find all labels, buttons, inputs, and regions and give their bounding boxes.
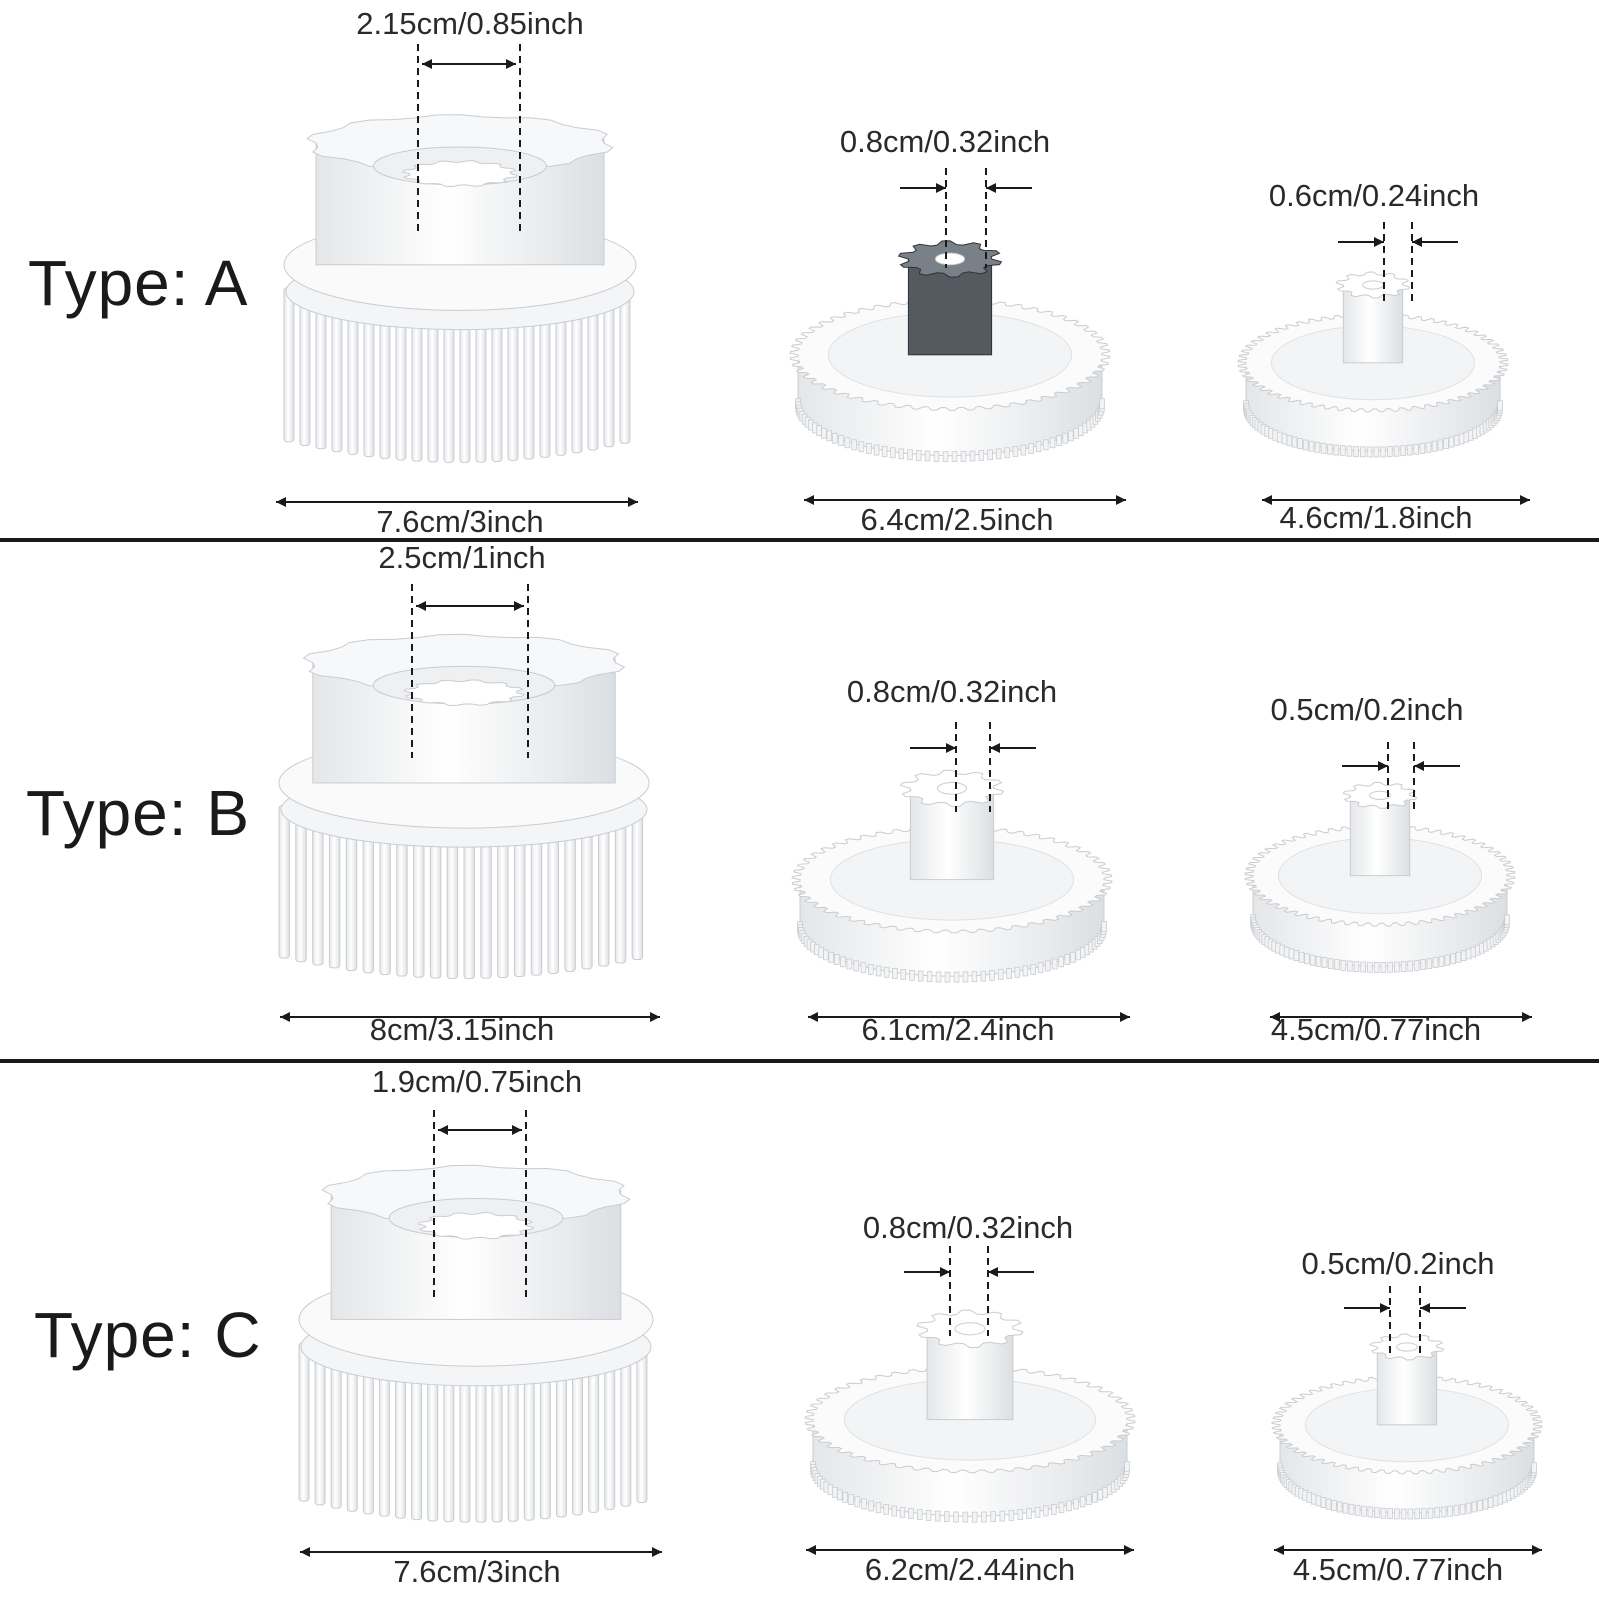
bore-dimension-label: 2.15cm/0.85inch — [356, 6, 584, 41]
bore-dimension-label: 2.5cm/1inch — [378, 540, 546, 575]
width-dimension-label: 7.6cm/3inch — [393, 1554, 561, 1589]
type-label: Type: C — [34, 1299, 262, 1371]
gear-large — [295, 1140, 657, 1530]
width-dimension-label: 6.4cm/2.5inch — [860, 502, 1054, 537]
bore-dimension-label: 0.8cm/0.32inch — [839, 124, 1051, 159]
width-dimension-label: 4.5cm/0.77inch — [1292, 1552, 1504, 1587]
gear-large — [275, 610, 653, 986]
bore-dimension-label: 1.9cm/0.75inch — [371, 1064, 583, 1099]
gear-illustration — [278, 633, 650, 979]
gear-illustration — [789, 240, 1111, 462]
gear-small — [1271, 1324, 1543, 1534]
gear-illustration — [283, 114, 637, 463]
bore-dimension-label: 0.8cm/0.32inch — [846, 674, 1058, 709]
bore-dimension-label: 0.5cm/0.2inch — [1270, 692, 1464, 727]
gear-illustration — [791, 769, 1113, 983]
width-dimension-label: 7.6cm/3inch — [376, 504, 544, 539]
row-divider — [0, 538, 1599, 542]
width-dimension-label: 6.2cm/2.44inch — [864, 1552, 1076, 1587]
gear-illustration — [1271, 1333, 1543, 1520]
gear-medium — [791, 760, 1113, 990]
gear-illustration — [298, 1164, 654, 1523]
row-divider — [0, 1059, 1599, 1063]
gear-medium — [789, 230, 1111, 470]
gear-medium — [804, 1300, 1136, 1530]
type-label: Type: B — [26, 777, 250, 849]
row-type-b: Type: B 2.5cm/1inch 8cm/3.15inch 0.8cm/0… — [26, 540, 1516, 1047]
gear-large — [280, 90, 640, 470]
gear-small — [1244, 772, 1516, 988]
gear-illustration — [1237, 271, 1509, 458]
row-type-a: Type: A 2.15cm/0.85inch 7.6cm/3inch 0.8c… — [0, 0, 1599, 540]
gear-small — [1237, 262, 1509, 472]
gear-illustration — [1244, 781, 1516, 973]
gear-illustration — [804, 1309, 1136, 1523]
bore-dimension-label: 0.6cm/0.24inch — [1268, 178, 1480, 213]
width-dimension-label: 4.6cm/1.8inch — [1279, 500, 1473, 535]
type-label: Type: A — [28, 247, 249, 319]
bore-dimension-label: 0.5cm/0.2inch — [1301, 1246, 1495, 1281]
bore-dimension-label: 0.8cm/0.32inch — [862, 1210, 1074, 1245]
